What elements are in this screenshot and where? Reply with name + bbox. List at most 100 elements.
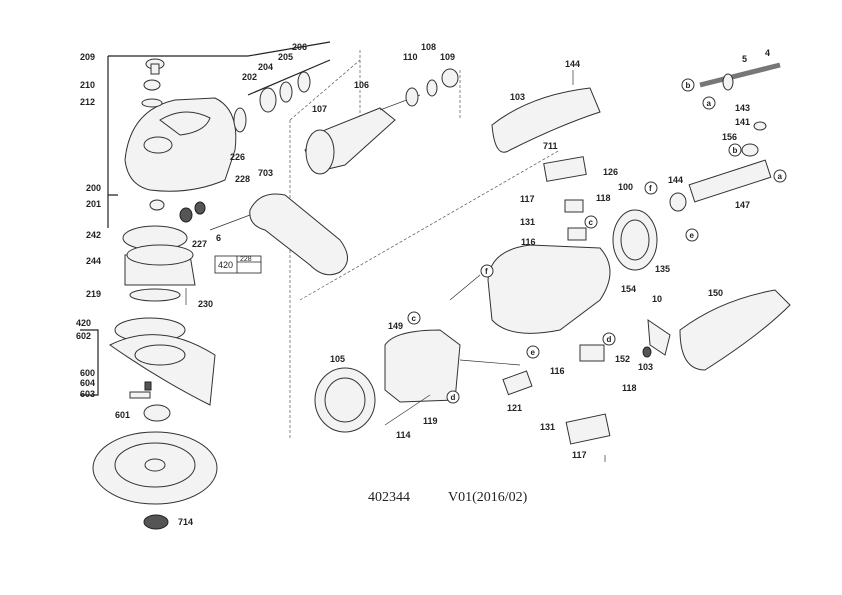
callout-label: 714 xyxy=(178,517,193,527)
marker-f1: f xyxy=(644,181,658,195)
bearing-stack-top xyxy=(233,71,311,133)
callout-label: 121 xyxy=(507,403,522,413)
drawing-number: 402344 xyxy=(368,490,410,505)
callout-label: 201 xyxy=(86,199,101,209)
armature xyxy=(304,68,459,175)
callout-label: 210 xyxy=(80,80,95,90)
stator-and-fan xyxy=(314,274,533,433)
callout-labels: 209 210 212 206 205 204 202 106 107 108 … xyxy=(76,42,770,527)
callout-label: 119 xyxy=(423,416,438,426)
letter-markers: b a b a f c e f c d e d xyxy=(407,78,787,404)
callout-label: 156 xyxy=(722,132,737,142)
callout-label: 711 xyxy=(543,141,558,151)
callout-label: 228 xyxy=(235,174,250,184)
callout-label: 116 xyxy=(550,366,565,376)
callout-label: 118 xyxy=(596,193,611,203)
marker-letter: c xyxy=(589,218,594,227)
callout-label: 144 xyxy=(565,59,580,69)
callout-label: 103 xyxy=(510,92,525,102)
marker-a2: a xyxy=(773,169,787,183)
callout-label: 206 xyxy=(292,42,307,52)
marker-c1: c xyxy=(584,215,598,229)
version-label: V01(2016/02) xyxy=(448,490,528,505)
gear-head-cover xyxy=(124,58,237,192)
callout-label: 114 xyxy=(396,430,411,440)
marker-letter: e xyxy=(690,231,695,240)
callout-label: 110 xyxy=(403,52,418,62)
callout-label: 226 xyxy=(230,152,245,162)
callout-label: 227 xyxy=(192,239,207,249)
callout-label: 135 xyxy=(655,264,670,274)
marker-letter: a xyxy=(778,172,783,181)
marker-d2: d xyxy=(446,390,460,404)
marker-b1: b xyxy=(681,78,695,92)
callout-label: 143 xyxy=(735,103,750,113)
part-reference-box: 420 228 xyxy=(214,255,262,274)
cable-and-switch xyxy=(669,62,781,212)
marker-e1: e xyxy=(685,228,699,242)
callout-label: 117 xyxy=(520,194,535,204)
rear-handle-top xyxy=(491,70,601,153)
side-handle xyxy=(209,193,348,276)
callout-label: 141 xyxy=(735,117,750,127)
callout-label: 703 xyxy=(258,168,273,178)
callout-label: 202 xyxy=(242,72,257,82)
callout-label: 242 xyxy=(86,230,101,240)
callout-label: 100 xyxy=(618,182,633,192)
marker-letter: e xyxy=(531,348,536,357)
callout-label: 147 xyxy=(735,200,750,210)
assembly-brackets xyxy=(80,41,561,440)
callout-label: 154 xyxy=(621,284,636,294)
callout-label: 152 xyxy=(615,354,630,364)
marker-c2: c xyxy=(407,311,421,325)
callout-label: 144 xyxy=(668,175,683,185)
callout-label: 420 xyxy=(76,318,91,328)
marker-d1: d xyxy=(602,332,616,346)
callout-label: 150 xyxy=(708,288,723,298)
callout-label: 6 xyxy=(216,233,221,243)
callout-label: 107 xyxy=(312,104,327,114)
wheel-guard xyxy=(109,317,216,422)
callout-label: 105 xyxy=(330,354,345,364)
callout-label: 602 xyxy=(76,331,91,341)
callout-label: 230 xyxy=(198,299,213,309)
box-left-number: 420 xyxy=(218,260,233,270)
rear-handle-bottom xyxy=(565,289,791,462)
callout-label: 603 xyxy=(80,389,95,399)
callout-label: 244 xyxy=(86,256,101,266)
callout-label: 4 xyxy=(765,48,770,58)
callout-label: 116 xyxy=(521,237,536,247)
callout-label: 209 xyxy=(80,52,95,62)
marker-b2: b xyxy=(728,143,742,157)
callout-label: 204 xyxy=(258,62,273,72)
marker-letter: f xyxy=(485,267,488,276)
marker-letter: d xyxy=(451,393,456,402)
callout-label: 126 xyxy=(603,167,618,177)
callout-label: 103 xyxy=(638,362,653,372)
grinding-wheel xyxy=(92,431,218,530)
marker-letter: b xyxy=(733,146,738,155)
marker-letter: d xyxy=(607,335,612,344)
callout-label: 219 xyxy=(86,289,101,299)
callout-label: 5 xyxy=(742,54,747,64)
callout-label: 106 xyxy=(354,80,369,90)
gear-housing xyxy=(122,199,206,305)
callout-label: 108 xyxy=(421,42,436,52)
motor-housing xyxy=(487,156,658,334)
marker-letter: f xyxy=(649,184,652,193)
callout-label: 205 xyxy=(278,52,293,62)
callout-label: 604 xyxy=(80,378,95,388)
callout-label: 117 xyxy=(572,450,587,460)
marker-letter: a xyxy=(707,99,712,108)
callout-label: 200 xyxy=(86,183,101,193)
callout-label: 109 xyxy=(440,52,455,62)
callout-label: 118 xyxy=(622,383,637,393)
marker-letter: b xyxy=(686,81,691,90)
callout-label: 10 xyxy=(652,294,662,304)
callout-label: 149 xyxy=(388,321,403,331)
marker-a1: a xyxy=(702,96,716,110)
box-right-number: 228 xyxy=(240,256,252,263)
marker-letter: c xyxy=(412,314,417,323)
callout-label: 212 xyxy=(80,97,95,107)
